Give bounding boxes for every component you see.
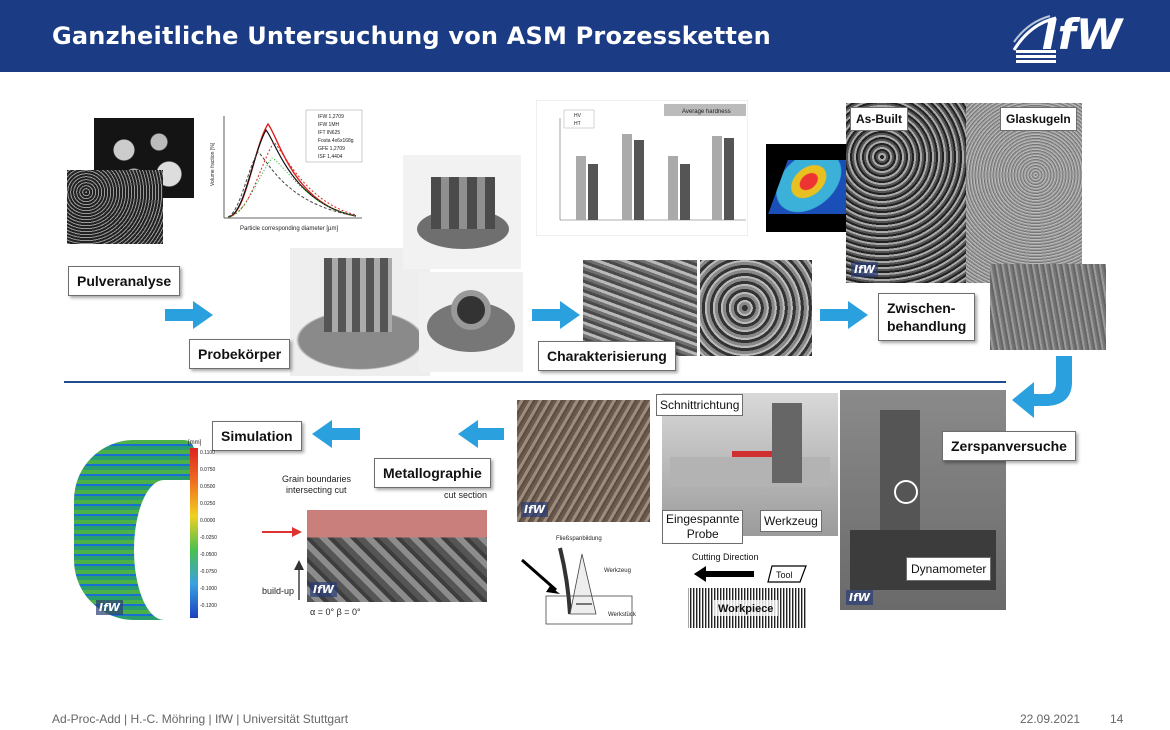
section-divider — [64, 381, 1006, 383]
chip-werkzeug-label: Werkzeug — [604, 568, 631, 574]
arrow-curved-down-icon — [1012, 356, 1072, 418]
colorbar-tick-5: 0.0000 — [200, 518, 216, 524]
caption-cut-section: cut section — [444, 490, 488, 500]
footer-date: 22.09.2021 — [1020, 712, 1081, 726]
annotation-eingespannte-line-1: Eingespannte — [666, 512, 740, 526]
caption-grain-line-1: Grain boundaries — [282, 474, 352, 484]
chip-schematic: Fließspanbildung Werkzeug Werkstück — [521, 536, 637, 625]
colorbar-tick-2: 0.0750 — [200, 467, 216, 473]
red-arrow-icon — [262, 527, 302, 537]
label-zwischenbehandlung: Zwischen- behandlung — [878, 293, 976, 341]
ifw-logo-icon — [1012, 15, 1057, 63]
colorbar-tick-6: -0.0250 — [200, 535, 217, 541]
colorbar-tick-10: -0.1200 — [200, 603, 217, 609]
colorbar-tick-3: 0.0500 — [200, 484, 216, 490]
simulation-colorbar — [190, 448, 198, 618]
label-charakterisierung: Charakterisierung — [538, 341, 676, 371]
chart-legend-5: GFE 1,2709 — [318, 146, 345, 152]
label-simulation: Simulation — [212, 421, 302, 451]
specimen-image-1 — [290, 248, 430, 376]
ifw-watermark-icon: IfW — [96, 600, 124, 615]
chip-formation-image — [517, 400, 650, 522]
glass-bead-surface-image — [966, 103, 1082, 283]
chart-legend-4: Fosta 4x6x168g — [318, 138, 354, 144]
slide-header: Ganzheitliche Untersuchung von ASM Proze… — [0, 0, 1170, 72]
caption-angles: α = 0° β = 0° — [310, 607, 361, 617]
chart-legend-3: IFT IN625 — [318, 130, 340, 136]
hardness-bar-chart: Average hardness HV HT — [536, 100, 748, 236]
colorbar-tick-1: 0.1100 — [200, 450, 215, 456]
colorbar-tick-9: -0.1000 — [200, 586, 217, 592]
slide-title: Ganzheitliche Untersuchung von ASM Proze… — [52, 22, 771, 50]
bar-chart-header: Average hardness — [682, 109, 731, 115]
chart-legend-2: IFW 1MH — [318, 122, 339, 128]
arrow-left-icon — [312, 420, 360, 448]
cutting-direction-label: Cutting Direction — [692, 552, 759, 562]
label-zwischen-line-1: Zwischen- — [887, 300, 956, 316]
workpiece-label: Workpiece — [718, 603, 773, 615]
chart-ylabel: Volume fraction [%] — [210, 142, 216, 186]
annotation-dynamometer: Dynamometer — [906, 557, 992, 581]
ifw-watermark-icon: IfW — [851, 262, 879, 277]
treated-surface-image — [990, 264, 1106, 350]
arrow-left-icon — [458, 420, 504, 448]
ifw-watermark-icon: IfW — [846, 590, 874, 605]
chart-xlabel: Particle corresponding diameter [µm] — [240, 226, 338, 232]
sem-powder-image-2 — [67, 170, 163, 244]
arrow-right-icon — [165, 301, 213, 329]
label-probekoerper: Probekörper — [189, 339, 291, 369]
ifw-watermark-icon: IfW — [521, 502, 549, 517]
page-number: 14 — [1110, 712, 1124, 726]
powder-distribution-chart: Particle corresponding diameter [µm] Vol… — [206, 106, 366, 234]
label-pulveranalyse: Pulveranalyse — [68, 266, 181, 296]
annotation-eingespannte-probe: Eingespannte Probe — [662, 510, 744, 544]
colorbar-tick-8: -0.0750 — [200, 569, 217, 575]
chip-fliess-label: Fließspanbildung — [556, 536, 602, 542]
annotation-eingespannte-line-2: Probe — [686, 527, 719, 541]
fracture-surface-image-2 — [700, 260, 812, 356]
logo-text: IfW — [1042, 10, 1123, 59]
specimen-image-2 — [403, 155, 521, 269]
colorbar-tick-4: 0.0250 — [200, 501, 216, 507]
colorbar-tick-7: -0.0500 — [200, 552, 217, 558]
specimen-image-3 — [419, 272, 523, 372]
caption-build-up: build-up — [262, 586, 295, 596]
image-label-as-built: As-Built — [850, 107, 908, 131]
footer-text: Ad-Proc-Add | H.-C. Möhring | IfW | Univ… — [52, 712, 349, 726]
fracture-surface-image-1 — [583, 260, 697, 356]
build-up-arrow-icon — [294, 560, 304, 600]
annotation-werkzeug: Werkzeug — [760, 510, 822, 532]
cutting-schematic: Cutting Direction Tool Workpiece — [688, 552, 807, 628]
arrow-right-icon — [532, 301, 580, 329]
label-zerspanversuche: Zerspanversuche — [942, 431, 1076, 461]
image-label-glaskugeln: Glaskugeln — [1000, 107, 1077, 131]
bar-legend-1: HV — [574, 113, 582, 119]
as-built-surface-image — [846, 103, 966, 283]
tool-label: Tool — [776, 570, 793, 580]
annotation-schnittrichtung: Schnittrichtung — [656, 394, 744, 416]
chip-werkstueck-label: Werkstück — [608, 612, 637, 618]
simulation-image — [74, 440, 194, 620]
chart-legend-1: IFW 1,2709 — [318, 114, 344, 120]
caption-grain-line-2: intersecting cut — [286, 485, 347, 495]
ifw-watermark-icon: IfW — [310, 582, 338, 597]
bar-legend-2: HT — [574, 121, 581, 127]
label-zwischen-line-2: behandlung — [887, 318, 967, 334]
arrow-right-icon — [820, 301, 868, 329]
label-metallographie: Metallographie — [374, 458, 491, 488]
sem-powder-image-1 — [94, 118, 194, 198]
chart-legend-6: ISF 1,4404 — [318, 154, 343, 160]
colorbar-unit: [mm] — [188, 440, 202, 446]
